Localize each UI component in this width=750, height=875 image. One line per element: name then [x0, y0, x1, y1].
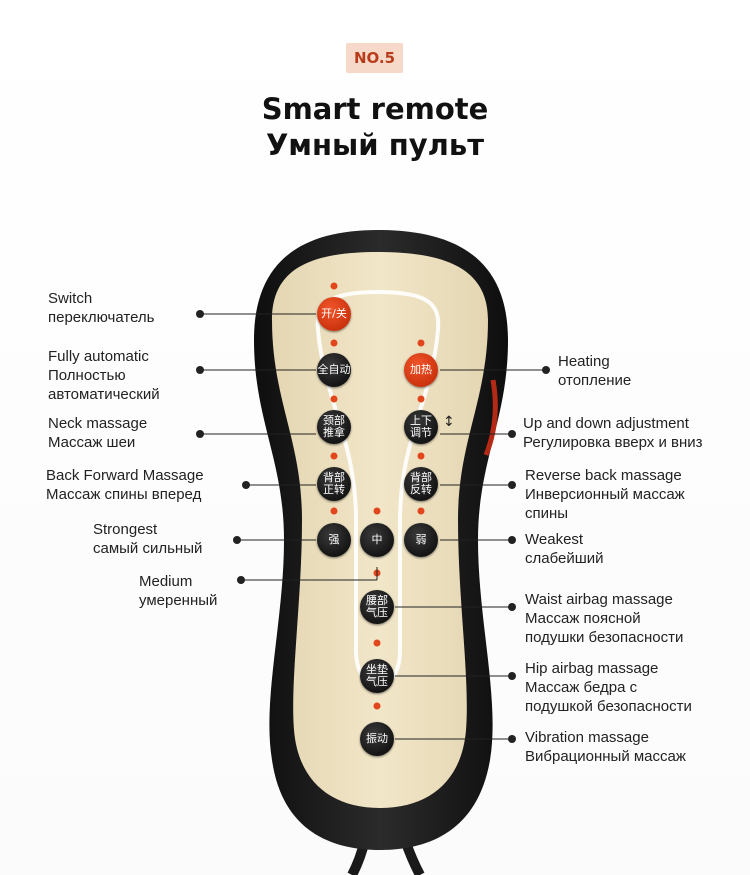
leader-dots	[196, 310, 550, 743]
up-down-arrows-icon: ↕	[443, 414, 455, 430]
vibration-button[interactable]: 振动	[360, 722, 394, 756]
side-accent	[483, 379, 498, 456]
title-russian: Умный пульт	[265, 128, 485, 162]
heat-button[interactable]: 加热	[404, 353, 438, 387]
auto-button[interactable]: 全自动	[317, 353, 351, 387]
weak-button[interactable]: 弱	[404, 523, 438, 557]
model-badge: NO.5	[346, 43, 403, 73]
leader-lines	[200, 313, 546, 740]
medium-button[interactable]: 中	[360, 523, 394, 557]
up-down-button[interactable]: 上下 调节	[404, 410, 438, 444]
hip-airbag-button[interactable]: 坐垫 气压	[360, 659, 394, 693]
title-english: Smart remote	[261, 92, 489, 126]
neck-massage-button[interactable]: 颈部 推拿	[317, 410, 351, 444]
back-reverse-button[interactable]: 背部 反转	[404, 467, 438, 501]
waist-airbag-button[interactable]: 腰部 气压	[360, 590, 394, 624]
power-button[interactable]: 开/关	[317, 297, 351, 331]
back-forward-button[interactable]: 背部 正转	[317, 467, 351, 501]
indicator-dots	[330, 282, 425, 710]
strong-button[interactable]: 强	[317, 523, 351, 557]
